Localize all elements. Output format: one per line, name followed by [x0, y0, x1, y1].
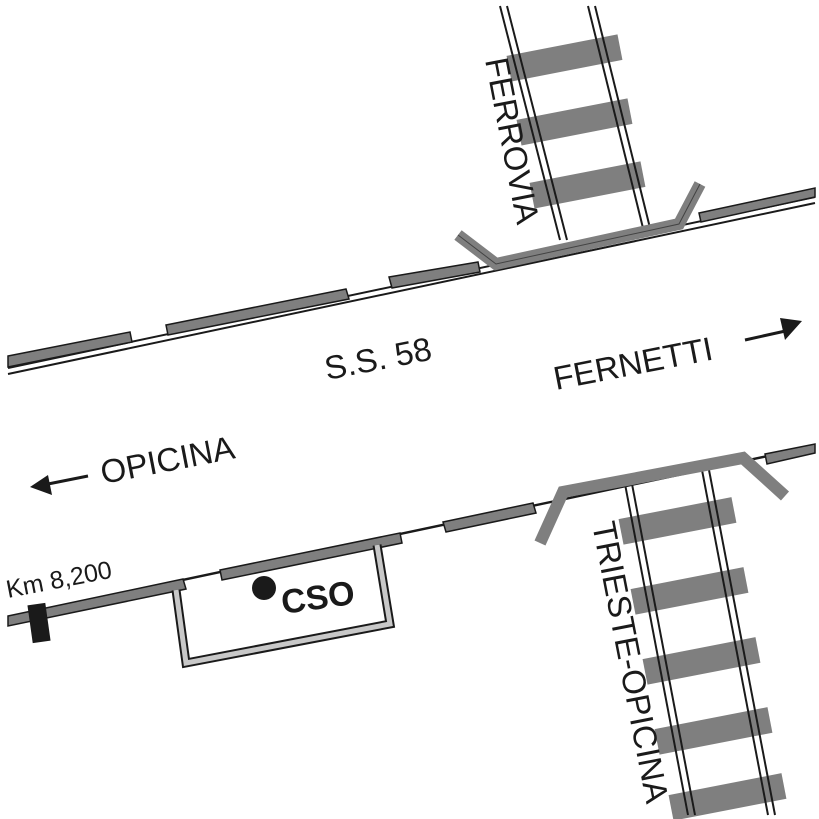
cso-enclosure-fill [173, 544, 393, 666]
curb-segment [7, 331, 133, 368]
rail [631, 483, 696, 816]
sleeper [618, 497, 737, 545]
curb-segment [7, 578, 187, 627]
rail [624, 483, 689, 816]
rail [708, 469, 776, 816]
road-north-edge-line-b [7, 202, 816, 375]
curb-segment [388, 261, 481, 289]
sleeper [642, 637, 761, 685]
railway-north-crossing-edge [457, 183, 701, 265]
rail [587, 5, 644, 229]
curb-segment [698, 187, 816, 223]
rail [594, 5, 651, 229]
sleeper [529, 161, 646, 209]
curb-segment [442, 502, 537, 533]
rail [701, 469, 769, 816]
railway-south [534, 451, 790, 819]
railway-north [454, 5, 706, 271]
milestone-icon [27, 602, 51, 644]
curb-segment [764, 443, 816, 465]
sleeper [668, 773, 787, 819]
direction-opicina: OPICINA [30, 429, 238, 495]
fernetti-label: FERNETTI [550, 330, 715, 397]
road-label: S.S. 58 [321, 330, 434, 387]
rail [499, 5, 561, 241]
curb-segment [165, 288, 350, 336]
cso-label: CSO [279, 574, 357, 622]
arrow-right-icon [744, 318, 802, 342]
sleeper [654, 707, 773, 755]
curb-segment [219, 532, 403, 581]
north-curb-segments [7, 187, 816, 368]
sleeper [506, 34, 623, 82]
railway-south-crossing [534, 451, 790, 546]
sleeper [516, 98, 633, 146]
opicina-label: OPICINA [97, 429, 237, 491]
railway-north-sleepers [506, 34, 646, 209]
direction-fernetti: FERNETTI [550, 318, 802, 397]
rail [506, 5, 568, 241]
sleeper [630, 567, 749, 615]
south-curb-segments [7, 443, 816, 627]
arrow-left-icon [30, 474, 89, 495]
railway-south-sleepers [618, 497, 787, 819]
filled-circle-icon [252, 576, 276, 600]
road-ss58 [7, 196, 816, 619]
